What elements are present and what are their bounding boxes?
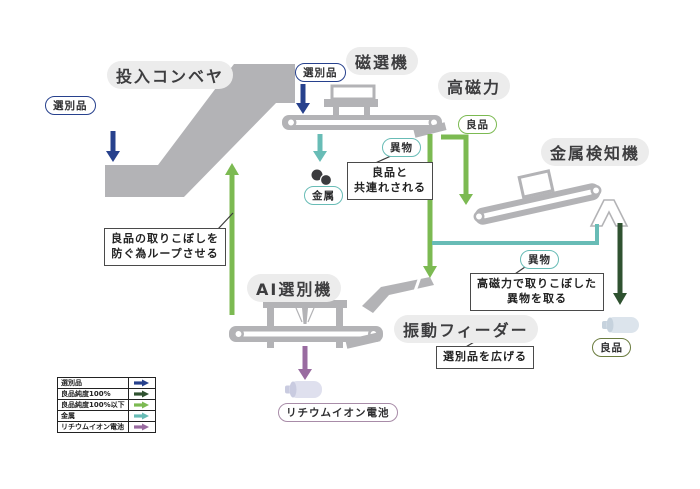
tag-foreign-mid: 異物 <box>382 138 421 157</box>
legend-arrow-cell <box>127 377 156 389</box>
metal-pieces-icon <box>311 169 333 187</box>
tag-metal: 金属 <box>304 186 343 205</box>
note-pick-missed-foreign: 高磁力で取りこぼした 異物を取る <box>470 273 604 311</box>
tag-good-right: 良品 <box>592 338 631 357</box>
arrow-battery-out <box>298 346 312 380</box>
arrow-sorted-into-conveyor <box>106 131 120 162</box>
arrow-below100-to-feeder <box>423 134 437 278</box>
legend-arrow-icon-below100 <box>134 401 150 409</box>
tag-good-mid: 良品 <box>458 115 497 134</box>
tag-foreign-right: 異物 <box>520 250 559 269</box>
title-high-magnetic: 高磁力 <box>438 72 511 100</box>
title-input-conveyor: 投入コンベヤ <box>107 61 234 89</box>
battery-icon-lithium <box>285 381 322 398</box>
title-metal-detector: 金属検知機 <box>541 138 650 166</box>
legend-arrow-cell <box>127 399 156 411</box>
arrow-good-out <box>613 223 627 305</box>
line-foreign-return <box>432 224 599 245</box>
legend-row: 選別品 <box>57 377 156 389</box>
legend-label: 選別品 <box>57 377 129 389</box>
legend-arrow-icon-battery <box>134 423 150 431</box>
legend-arrow-cell <box>127 421 156 433</box>
legend-arrow-icon-pure100 <box>134 390 150 398</box>
arrow-good-to-detector <box>441 134 473 205</box>
tag-lithium-battery: リチウムイオン電池 <box>278 403 398 422</box>
legend-row: 良品純度100%以下 <box>57 399 156 411</box>
title-vibration-feeder: 振動フィーダー <box>394 315 538 343</box>
tag-sorted-top: 選別品 <box>295 63 346 82</box>
tag-sorted-left: 選別品 <box>45 96 96 115</box>
title-magnetic-separator: 磁選機 <box>346 47 419 75</box>
battery-icon-good <box>602 317 639 333</box>
vibration-feeder-shape <box>362 273 434 313</box>
legend-row: 良品純度100% <box>57 388 156 400</box>
input-conveyor-shape <box>105 64 295 197</box>
legend-arrow-icon-metal <box>134 412 150 420</box>
note-loop-reason: 良品の取りこぼしを 防ぐ為ループさせる <box>104 228 226 266</box>
legend-row: 金属 <box>57 410 156 422</box>
legend-arrow-icon-sorted <box>134 379 150 387</box>
arrow-loop-up <box>225 163 239 315</box>
legend-label: 良品純度100% <box>57 388 129 400</box>
note-carried-with-good: 良品と 共連れされる <box>347 162 433 200</box>
legend-label: 金属 <box>57 410 129 422</box>
arrow-sorted-into-magnet <box>296 84 310 114</box>
metal-detector-shape <box>473 169 629 227</box>
legend-arrow-cell <box>127 388 156 400</box>
magnetic-separator-shape <box>282 84 447 138</box>
legend-arrow-cell <box>127 410 156 422</box>
arrow-metal-out <box>313 134 327 162</box>
title-ai-sorter: AI選別機 <box>247 274 342 302</box>
connector-loop-note <box>217 212 234 230</box>
legend-label: 良品純度100%以下 <box>57 399 129 411</box>
ai-sorter-shape <box>229 300 383 349</box>
legend-row: リチウムイオン電池 <box>57 421 156 433</box>
legend: 選別品 良品純度100% 良品純度100%以下 <box>57 377 156 433</box>
legend-label: リチウムイオン電池 <box>57 421 129 433</box>
splitter-chevron <box>589 199 629 227</box>
note-spread-items: 選別品を広げる <box>436 346 534 369</box>
